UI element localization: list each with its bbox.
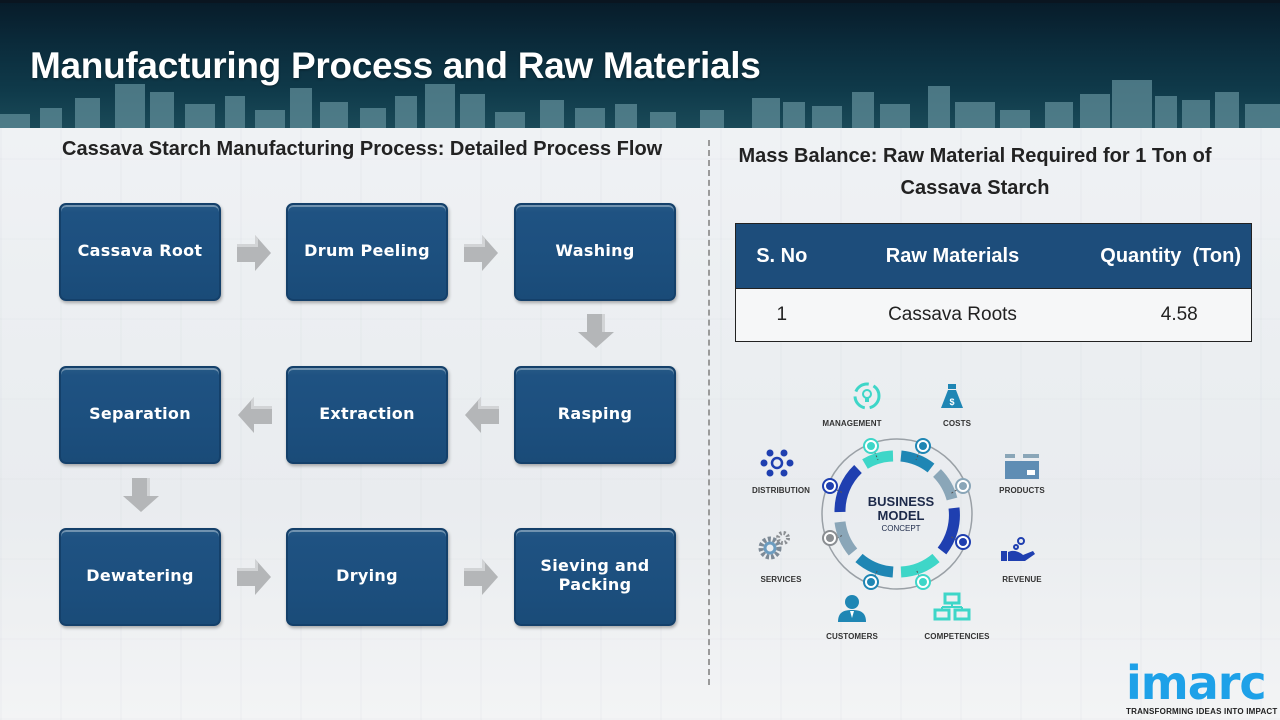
bm-label-products: PRODUCTS [999, 486, 1045, 495]
bm-label-services: SERVICES [760, 575, 802, 584]
section-divider [708, 140, 710, 685]
process-flow-heading: Cassava Starch Manufacturing Process: De… [62, 138, 663, 160]
arrow-down-icon [123, 478, 159, 512]
bm-label-competencies: COMPETENCIES [924, 632, 990, 641]
box-icon [1005, 454, 1039, 479]
step-label: Separation [89, 403, 191, 423]
svg-text:$: $ [949, 397, 954, 407]
process-step-cassava-root: Cassava Root [59, 203, 221, 301]
mass-balance-table: S. No Raw Materials Quantity (Ton) 1 Cas… [735, 223, 1252, 342]
bm-label-customers: CUSTOMERS [826, 632, 878, 641]
hierarchy-icon [933, 592, 971, 621]
process-step-drying: Drying [286, 528, 448, 626]
cell-quantity: 4.58 [1077, 288, 1252, 342]
column-header-sno: S. No [735, 223, 828, 289]
imarc-logo: imarc TRANSFORMING IDEAS INTO IMPACT [1122, 652, 1277, 718]
process-step-extraction: Extraction [286, 366, 448, 464]
process-step-dewatering: Dewatering [59, 528, 221, 626]
arrow-right-icon [237, 235, 271, 271]
page-title: Manufacturing Process and Raw Materials [30, 45, 761, 86]
center-text-line3: CONCEPT [881, 524, 920, 533]
table-header-row: S. No Raw Materials Quantity (Ton) [735, 223, 1252, 289]
center-text-line1: BUSINESS [868, 494, 935, 509]
step-label: Washing [555, 240, 635, 260]
step-label: Extraction [319, 403, 415, 423]
city-skyline-graphic [0, 80, 1280, 128]
arrow-right-icon [464, 235, 498, 271]
process-step-washing: Washing [514, 203, 676, 301]
cell-sno: 1 [735, 288, 828, 342]
cell-raw-material: Cassava Roots [827, 288, 1078, 342]
process-step-rasping: Rasping [514, 366, 676, 464]
arrow-left-icon [238, 397, 272, 433]
bm-label-distribution: DISTRIBUTION [751, 486, 811, 495]
arrow-right-icon [464, 559, 498, 595]
step-label: Drum Peeling [304, 240, 430, 260]
process-step-drum-peeling: Drum Peeling [286, 203, 448, 301]
table-row: 1 Cassava Roots 4.58 [735, 288, 1252, 342]
header-banner: Manufacturing Process and Raw Materials [0, 0, 1280, 128]
bm-label-management: MANAGEMENT [822, 419, 882, 428]
arrow-down-icon [578, 314, 614, 348]
mass-balance-heading: Mass Balance: Raw Material Required for … [738, 145, 1212, 199]
bm-label-revenue: REVENUE [1002, 575, 1042, 584]
process-step-sieving-and-packing: Sieving and Packing [514, 528, 676, 626]
logo-wordmark: imarc [1126, 656, 1267, 710]
step-label: Sieving and Packing [540, 556, 650, 594]
center-text-line2: MODEL [878, 508, 925, 523]
lightbulb-cycle-icon [853, 382, 881, 410]
hand-coins-icon [1001, 537, 1035, 561]
gears-icon [758, 531, 790, 560]
bm-label-costs: COSTS [942, 419, 972, 428]
business-model-ring: BUSINESS MODEL CONCEPT $ [758, 382, 1039, 622]
money-bag-icon: $ [941, 384, 963, 408]
arrow-left-icon [465, 397, 499, 433]
step-label: Rasping [557, 403, 633, 423]
arrow-right-icon [237, 559, 271, 595]
network-icon [760, 449, 794, 477]
logo-tagline: TRANSFORMING IDEAS INTO IMPACT [1126, 707, 1278, 716]
step-label: Cassava Root [77, 240, 203, 260]
person-icon [838, 595, 866, 622]
column-header-quantity: Quantity (Ton) [1077, 223, 1252, 289]
column-header-raw-materials: Raw Materials [827, 223, 1078, 289]
process-step-separation: Separation [59, 366, 221, 464]
business-model-graphic: BUSINESS MODEL CONCEPT $ [745, 372, 1055, 647]
step-label: Dewatering [86, 565, 194, 585]
step-label: Drying [336, 565, 398, 585]
